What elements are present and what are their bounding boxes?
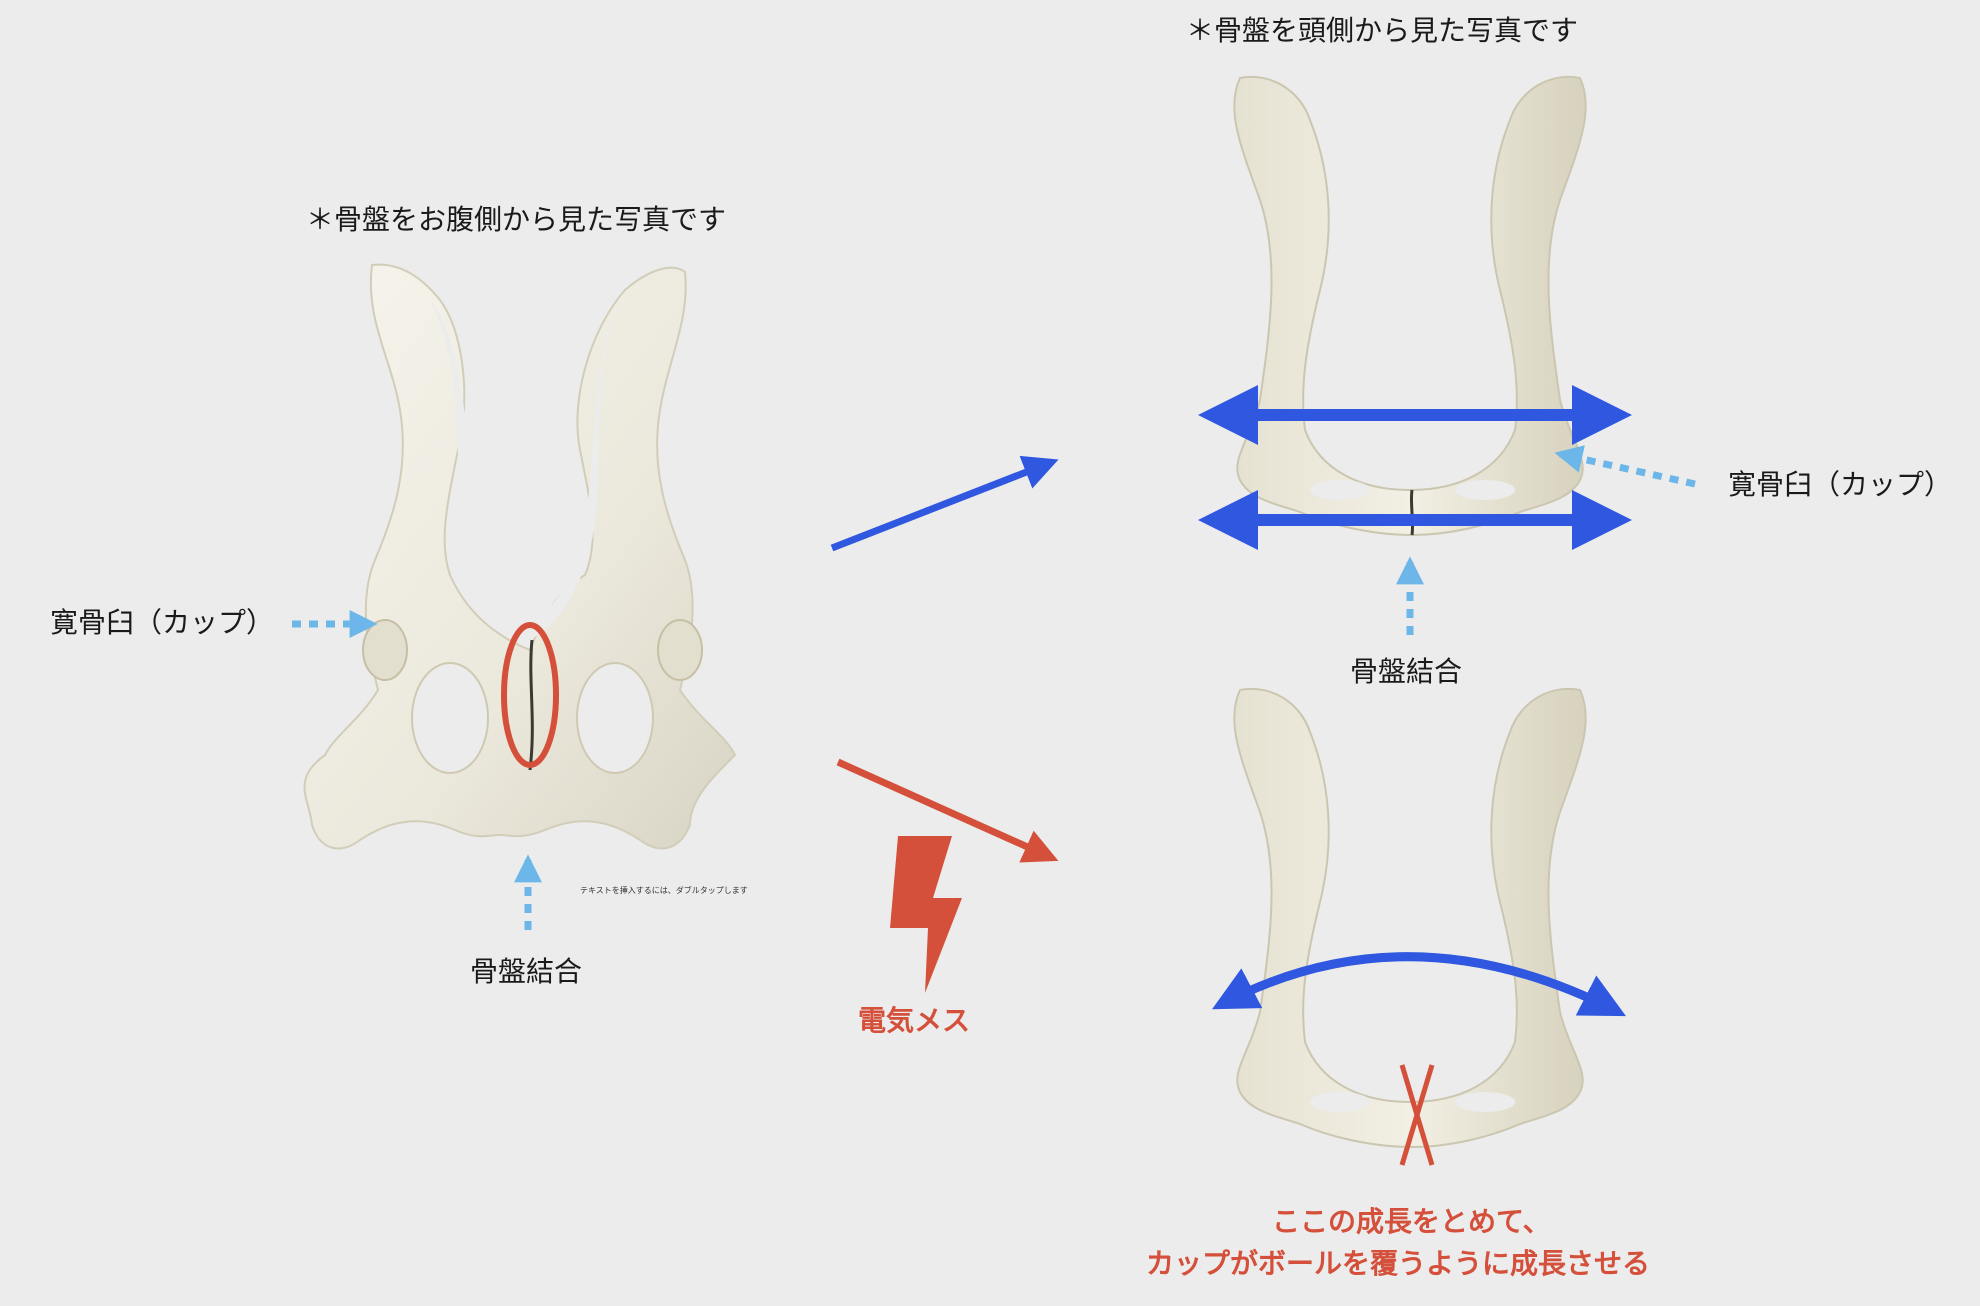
placeholder-hint: テキストを挿入するには、ダブルタップします [580, 886, 748, 895]
pelvis-cranial-view-top [1233, 75, 1587, 537]
label-symphysis-left: 骨盤結合 [470, 955, 583, 988]
label-acetabulum-left: 寛骨臼（カップ） [50, 606, 275, 639]
caption-ventral-view: ＊骨盤をお腹側から見た写真です [306, 203, 727, 236]
label-symphysis-right: 骨盤結合 [1350, 655, 1463, 688]
acetabulum-right-pointer-arrow [1554, 445, 1696, 488]
transition-arrow-blue [830, 455, 1059, 552]
pelvis-cranial-view-bottom [1233, 687, 1587, 1149]
transition-arrow-red [836, 758, 1059, 863]
label-acetabulum-right: 寛骨臼（カップ） [1728, 468, 1953, 501]
pelvis-ventral-view [303, 263, 737, 850]
rotation-arrow-curved [1212, 952, 1627, 1017]
note-line-2: カップがボールを覆うように成長させる [1146, 1247, 1651, 1280]
caption-cranial-view: ＊骨盤を頭側から見た写真です [1186, 14, 1579, 47]
label-electrocautery: 電気メス [858, 1004, 971, 1037]
growth-stop-cross [1399, 1064, 1435, 1166]
lightning-bolt-icon [890, 836, 962, 993]
symphysis-highlight-ellipse [501, 622, 559, 768]
note-line-1: ここの成長をとめて、 [1272, 1205, 1551, 1238]
